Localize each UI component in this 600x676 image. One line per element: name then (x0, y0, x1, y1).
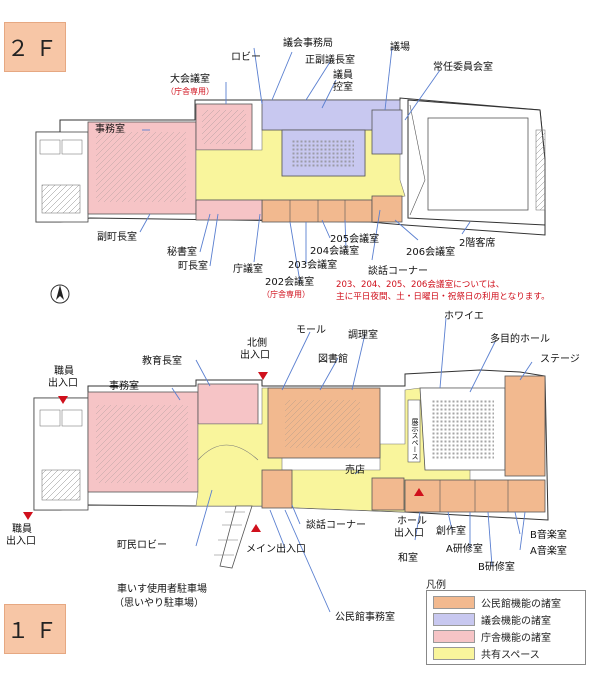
label-fukuchochoshitsu: 副町長室 (97, 232, 137, 243)
label-hall-deiriguchi-2: 出入口 (394, 528, 424, 539)
label-b-kenshushitsu: B研修室 (478, 562, 515, 573)
label-k203: 203会議室 (288, 260, 338, 271)
label-shokuin-bottom-1: 職員 (12, 524, 32, 535)
legend-label: 共有スペース (481, 650, 540, 661)
label-choteishitsu: 庁議室 (233, 264, 263, 275)
entrance-kitagawa-icon (258, 372, 268, 380)
label-lobby: ロビー (231, 52, 261, 63)
1f-stage (504, 375, 546, 477)
note-line-1: 203、204、205、206会議室については、 (336, 280, 505, 290)
legend-label: 庁舎機能の諸室 (481, 633, 551, 644)
entrance-shokuin-top-icon (58, 396, 68, 404)
legend-label: 議会機能の諸室 (481, 616, 551, 627)
label-kitagawa-2: 出入口 (240, 350, 270, 361)
label-k206: 206会議室 (406, 247, 456, 258)
label-2f-danwa: 談話コーナー (368, 266, 428, 277)
label-foyer: ホワイエ (444, 311, 484, 322)
label-kurumaisu-2: （思いやり駐車場） (114, 598, 204, 609)
label-shokuin-bottom-2: 出入口 (6, 536, 36, 547)
label-kyakuseki: 2階客席 (459, 238, 496, 249)
1f-ramp (219, 505, 253, 569)
label-a-kenshushitsu: A研修室 (446, 544, 483, 555)
2f-jonin-iinkai (371, 109, 403, 155)
label-2f-jimushitsu: 事務室 (95, 124, 125, 135)
label-baiten: 売店 (345, 465, 365, 476)
label-gijo: 議場 (390, 42, 410, 53)
label-shokuin-top-2: 出入口 (48, 378, 78, 389)
1f-exhibition-space (407, 399, 421, 463)
legend-title: 凡例 (426, 580, 446, 591)
label-tamokuteki-hall: 多目的ホール (490, 334, 550, 345)
2f-hall-void (407, 99, 546, 226)
label-giin-2: 控室 (333, 82, 353, 93)
legend: 凡例 公民館機能の諸室 議会機能の諸室 庁舎機能の諸室 共有スペース (426, 576, 586, 665)
legend-label: 公民館機能の諸室 (481, 599, 561, 610)
legend-item-kyoyu: 共有スペース (433, 645, 579, 662)
entrance-main-icon (251, 524, 261, 532)
legend-item-kominkan: 公民館機能の諸室 (433, 594, 579, 611)
label-sosakushitsu: 創作室 (436, 526, 466, 537)
label-seifuku-gichoshitsu: 正副議長室 (305, 55, 355, 66)
label-stage: ステージ (540, 354, 580, 365)
legend-swatch (433, 596, 475, 609)
label-dai-kaigishitsu: 大会議室 (170, 74, 210, 85)
label-gikai-jimukyoku: 議会事務局 (283, 38, 333, 49)
2f-meeting-rooms (261, 199, 373, 223)
label-k205: 205会議室 (330, 234, 380, 245)
north-arrow-icon (50, 284, 70, 304)
floor-1f-plan (33, 369, 549, 569)
label-hishoshitsu: 秘書室 (167, 247, 197, 258)
entrance-hall-icon (414, 488, 424, 496)
label-tenji-space: 展示スペース (411, 418, 419, 460)
label-choriushitsu: 調理室 (348, 330, 378, 341)
label-1f-jimushitsu: 事務室 (109, 381, 139, 392)
label-giin-1: 議員 (333, 70, 353, 81)
label-kitagawa-1: 北側 (247, 338, 267, 349)
floor-1f-badge: １Ｆ (4, 604, 66, 654)
label-hall-deiriguchi-1: ホール (397, 516, 427, 527)
label-chomin-lobby: 町民ロビー (117, 540, 167, 551)
legend-swatch (433, 647, 475, 660)
label-main-deiriguchi: メイン出入口 (246, 544, 306, 555)
floor-2f-badge: ２Ｆ (4, 22, 66, 72)
1f-washitsu (371, 477, 405, 511)
label-chochoshitsu: 町長室 (178, 261, 208, 272)
label-kominkan-jimushitsu: 公民館事務室 (335, 612, 395, 623)
label-chosha-senyo-1: （庁舎専用） (166, 87, 214, 96)
entrance-markers (23, 372, 424, 532)
entrance-shokuin-bottom-icon (23, 512, 33, 520)
label-shokuin-top-1: 職員 (54, 366, 74, 377)
note-line-2: 主に平日夜間、土・日曜日・祝祭日の利用となります。 (336, 292, 550, 302)
legend-swatch (433, 613, 475, 626)
legend-item-chosha: 庁舎機能の諸室 (433, 628, 579, 645)
label-washitsu: 和室 (398, 553, 418, 564)
label-chosha-senyo-2: （庁舎専用） (262, 290, 310, 299)
label-b-ongakushitsu: B音楽室 (530, 530, 567, 541)
1f-kominkan-jimushitsu (261, 469, 293, 509)
leader-lines (139, 47, 533, 613)
label-kurumaisu-1: 車いす使用者駐車場 (117, 584, 207, 595)
legend-swatch (433, 630, 475, 643)
label-toshokan: 図書館 (318, 354, 348, 365)
label-k204: 204会議室 (310, 246, 360, 257)
label-k202: 202会議室 (265, 277, 315, 288)
label-kyoikuchoshitsu: 教育長室 (142, 356, 182, 367)
label-a-ongakushitsu: A音楽室 (530, 546, 567, 557)
floor-2f-plan (35, 97, 546, 236)
label-jonin-iinkaishitsu: 常任委員会室 (433, 62, 493, 73)
legend-item-gikai: 議会機能の諸室 (433, 611, 579, 628)
label-1f-danwa: 談話コーナー (306, 520, 366, 531)
label-mall: モール (296, 325, 326, 336)
1f-kyoikuchoshitsu (197, 383, 259, 425)
